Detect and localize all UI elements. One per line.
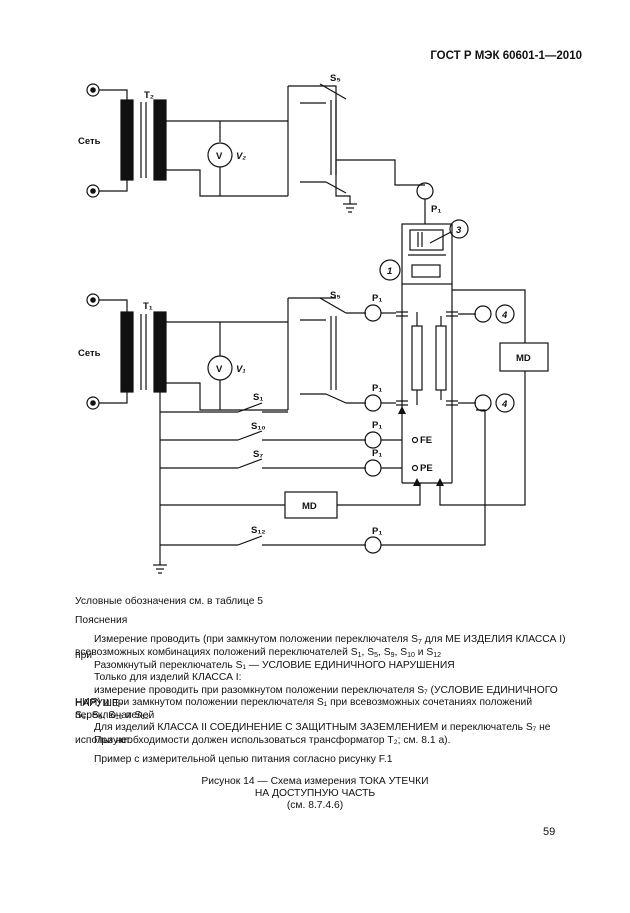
label-s10: S₁₀ — [251, 421, 266, 432]
leakage-circuit-diagram: Сеть Сеть T₂ T₁ V V₂ V V₁ S₅ S₅ S₁ S₁₀ S… — [78, 73, 549, 574]
transformer-t1-primary — [120, 311, 134, 393]
note-line-6: НИЯ) и при замкнутом положении переключа… — [75, 697, 533, 721]
note-line-10: Пример с измерительной цепью питания сог… — [94, 754, 393, 765]
note-line-9: При необходимости должен использоваться … — [94, 735, 451, 746]
label-p1: P₁ — [372, 448, 382, 459]
label-s5-top: S₅ — [330, 73, 341, 84]
insulation-resistor — [435, 325, 447, 391]
applied-part-terminal — [474, 394, 492, 412]
callout-3-text: 3 — [456, 225, 462, 236]
switch-s5-bottom — [319, 297, 347, 314]
meter-p1 — [364, 459, 382, 477]
callout-4 — [495, 393, 515, 413]
symbols-reference: Условные обозначения см. в таблице 5 — [75, 596, 264, 607]
meter-p1 — [364, 394, 382, 412]
label-v2-symbol: V — [216, 151, 223, 162]
pe-terminal — [411, 464, 419, 472]
label-mains-top: Сеть — [78, 136, 101, 147]
label-pe: PE — [420, 463, 433, 474]
callout-4-text: 4 — [501, 310, 508, 321]
label-p1: P₁ — [372, 293, 382, 304]
callout-4 — [495, 304, 515, 324]
label-s12: S₁₂ — [251, 525, 266, 536]
transformer-t2-secondary — [153, 99, 167, 181]
fe-terminal — [411, 436, 419, 444]
label-md-bottom: MD — [302, 501, 317, 512]
explanations-title: Пояснения — [75, 615, 128, 626]
label-s7: S₇ — [253, 449, 263, 460]
label-p1: P₁ — [372, 420, 382, 431]
me-equipment-frame — [401, 223, 453, 285]
meter-p1 — [364, 536, 382, 554]
label-s5-bottom: S₅ — [330, 290, 341, 301]
figure-caption-line-1: Рисунок 14 — Схема измерения ТОКА УТЕЧКИ — [201, 776, 429, 787]
label-v1-symbol: V — [216, 364, 223, 375]
switch-s1 — [237, 402, 263, 413]
switch-s5-top — [319, 83, 347, 100]
note-line-1: Измерение проводить (при замкнутом полож… — [75, 634, 566, 661]
label-p1: P₁ — [372, 383, 382, 394]
measuring-device-md-right — [499, 342, 549, 372]
label-s1: S₁ — [253, 392, 263, 403]
callout-1 — [379, 259, 401, 281]
label-md-right: MD — [516, 353, 531, 364]
note-line-2: всевозможных комбинациях положений перек… — [75, 647, 442, 659]
label-mains-bottom: Сеть — [78, 348, 101, 359]
insulation-resistor — [411, 325, 423, 391]
note-line-5: измерение проводить при разомкнутом поло… — [75, 685, 558, 709]
label-v1: V₁ — [236, 364, 246, 375]
meter-p1 — [364, 304, 382, 322]
note-line-7: S₅, S₉, S₁₀ и S₁₂. — [75, 710, 152, 721]
applied-part-terminal — [474, 305, 492, 323]
callout-3 — [449, 219, 469, 239]
note-line-4: Только для изделий КЛАССА I: — [94, 672, 242, 683]
label-fe: FE — [420, 435, 432, 446]
figure-caption-line-3: (см. 8.7.4.6) — [286, 800, 344, 811]
label-p1-top: P₁ — [431, 204, 441, 215]
transformer-t1-secondary — [153, 311, 167, 393]
callout-4-text: 4 — [501, 399, 508, 410]
standard-header: ГОСТ Р МЭК 60601-1—2010 — [430, 50, 582, 62]
label-p1: P₁ — [372, 526, 382, 537]
meter-p1 — [364, 431, 382, 449]
note-line-8: Для изделий КЛАССА II СОЕДИНЕНИЕ С ЗАЩИТ… — [75, 722, 551, 746]
switch-s10 — [237, 430, 263, 441]
callout-1-text: 1 — [387, 266, 392, 277]
figure-caption-line-2: НА ДОСТУПНУЮ ЧАСТЬ — [254, 788, 376, 799]
page-number: 59 — [543, 826, 556, 838]
label-t1: T₁ — [143, 301, 153, 312]
switch-s12 — [237, 535, 263, 546]
switch-s7 — [237, 458, 263, 469]
label-t2: T₂ — [144, 90, 154, 101]
transformer-t2-primary — [120, 99, 134, 181]
note-line-3: Разомкнутый переключатель S₁ — УСЛОВИЕ Е… — [94, 660, 455, 671]
label-v2: V₂ — [236, 151, 246, 162]
